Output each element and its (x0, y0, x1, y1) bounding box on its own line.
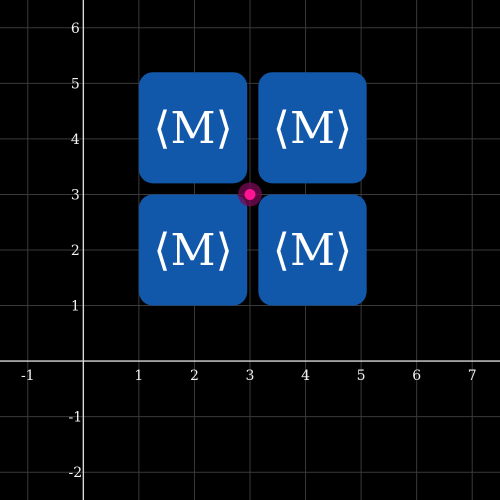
logo-tile: ⟨M⟩ (138, 72, 248, 184)
y-tick-label: 1 (71, 299, 80, 315)
y-tick-label: 5 (71, 76, 80, 92)
x-tick-label: 3 (246, 368, 255, 384)
tile-background (258, 194, 367, 306)
logo-tile: ⟨M⟩ (258, 194, 367, 306)
point-marker (244, 188, 256, 200)
y-tick-label: -1 (69, 410, 83, 426)
x-tick-label: -1 (21, 368, 35, 384)
tile-logo-text: ⟨M⟩ (153, 103, 232, 154)
tile-logo-text: ⟨M⟩ (273, 225, 352, 276)
x-tick-label: 1 (134, 368, 143, 384)
y-tick-label: 4 (71, 132, 80, 148)
tile-logo-text: ⟨M⟩ (153, 225, 232, 276)
point-layer (238, 182, 262, 207)
x-tick-label: 7 (468, 368, 477, 384)
tile-logo-text: ⟨M⟩ (273, 103, 352, 154)
x-tick-label: 4 (301, 368, 310, 384)
x-tick-label: 2 (190, 368, 199, 384)
y-tick-label: 2 (71, 243, 80, 259)
y-tick-label: 6 (71, 21, 80, 37)
y-tick-label: 3 (71, 187, 80, 203)
logo-tile: ⟨M⟩ (258, 72, 367, 184)
x-tick-label: 6 (412, 368, 421, 384)
x-tick-label: 5 (357, 368, 366, 384)
y-tick-label: -2 (69, 465, 83, 481)
tick-labels: -1 1 2 3 4 5 6 7 -2 -1 1 2 3 4 5 6 (21, 21, 477, 481)
tile-background (258, 72, 367, 184)
tiles-layer: ⟨M⟩ ⟨M⟩ ⟨M⟩ ⟨M⟩ (138, 72, 367, 306)
tile-background (138, 194, 248, 306)
tile-background (138, 72, 248, 184)
logo-tile: ⟨M⟩ (138, 194, 248, 306)
